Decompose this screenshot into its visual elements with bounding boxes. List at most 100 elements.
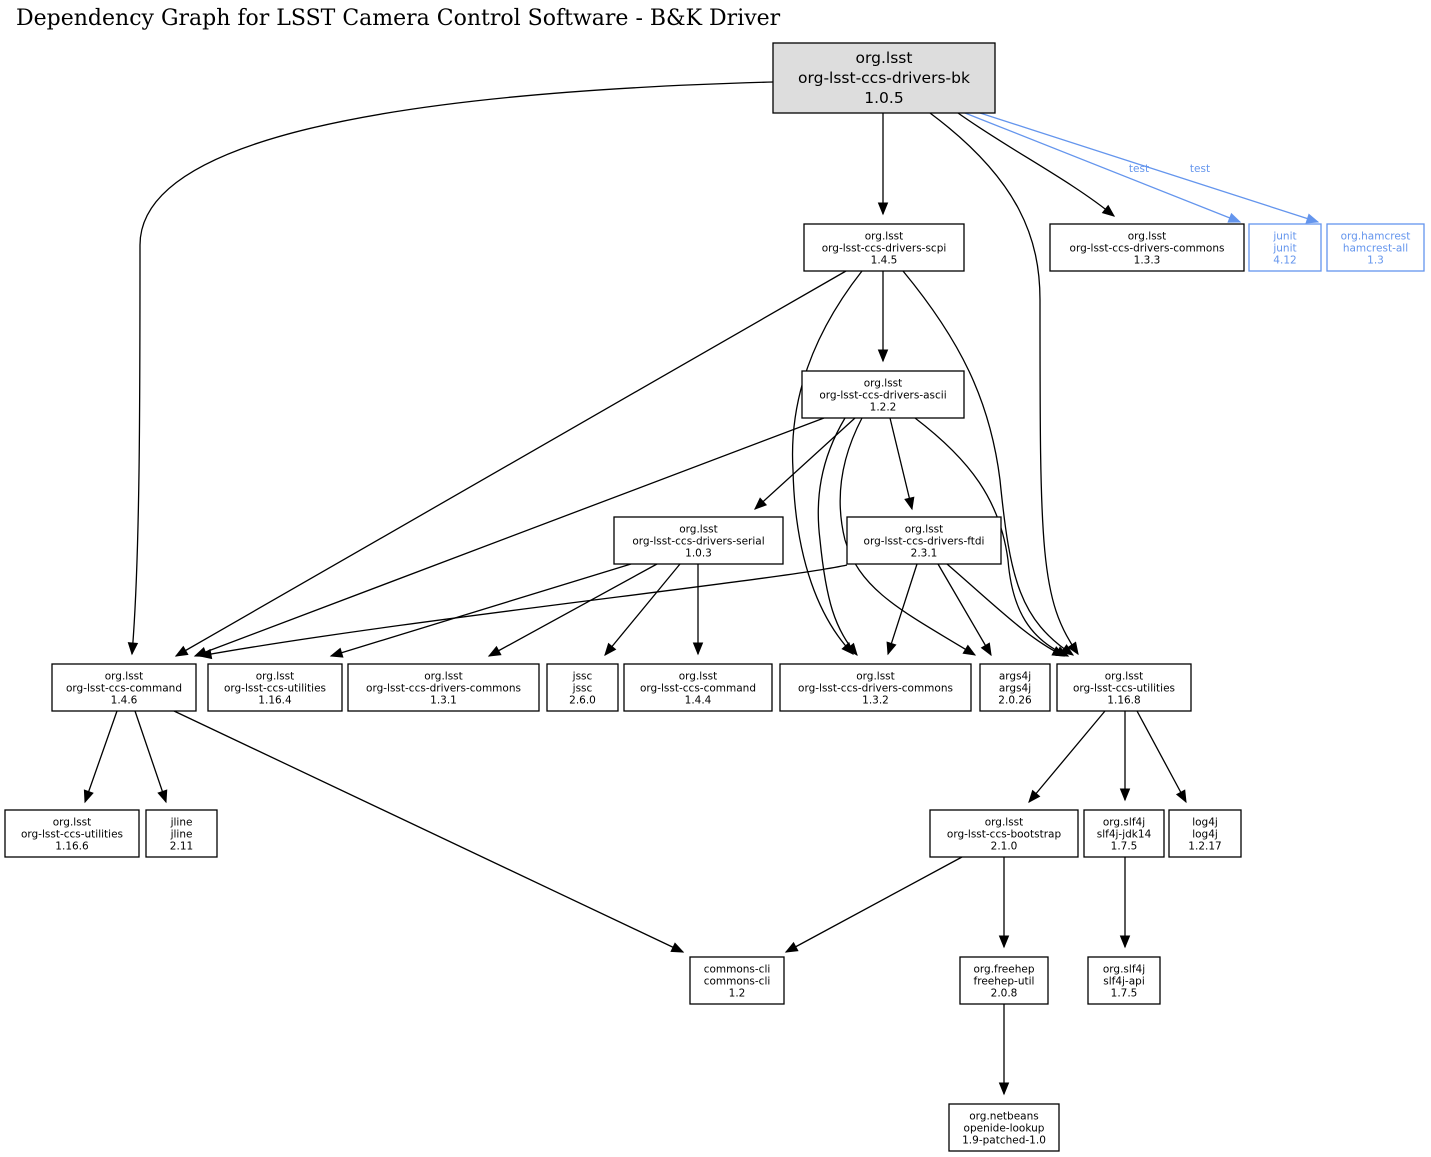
node-version-label: 1.7.5 — [1111, 841, 1138, 853]
node-box — [4, 809, 140, 858]
edge-utilities1168-to-bootstrap — [1028, 710, 1106, 804]
edge-line — [839, 417, 976, 656]
node-artifact-label: junit — [1272, 243, 1296, 255]
edge-line — [817, 417, 858, 656]
node-artifact-label: org-lsst-ccs-utilities — [21, 829, 123, 841]
arrowhead-icon — [198, 648, 213, 660]
arrowhead-icon — [329, 647, 344, 658]
node-version-label: 1.3.3 — [1134, 255, 1161, 267]
edge-serial-to-commons131 — [487, 563, 658, 657]
node-artifact-label: org-lsst-ccs-bootstrap — [947, 829, 1062, 841]
node-box — [689, 956, 785, 1005]
edge-scpi-to-utilities1168 — [902, 270, 1075, 656]
node-box — [145, 809, 218, 858]
arrowhead-icon — [784, 941, 799, 953]
edge-bk-to-junit: test — [964, 112, 1242, 223]
edge-bootstrap-to-commonscli — [784, 856, 963, 953]
node-version-label: 1.4.6 — [111, 695, 138, 707]
edge-scpi-to-commons132 — [791, 270, 863, 655]
edge-utilities1168-to-log4j — [1136, 710, 1187, 804]
arrowhead-icon — [692, 642, 704, 656]
edge-command146-to-commonscli — [173, 710, 685, 953]
node-version-label: 1.2 — [729, 988, 746, 1000]
node-group-label: org.lsst — [864, 378, 903, 390]
node-version-label: 2.3.1 — [911, 548, 938, 560]
arrowhead-icon — [877, 349, 889, 363]
arrowhead-icon — [1028, 789, 1041, 804]
node-version-label: 1.3.2 — [862, 695, 889, 707]
edge-line — [1028, 710, 1106, 803]
node-group-label: org.lsst — [1128, 231, 1167, 243]
arrowhead-icon — [998, 1082, 1010, 1096]
arrowhead-icon — [604, 642, 617, 657]
edge-utilities1168-to-slf4jjdk14 — [1119, 711, 1131, 802]
arrowhead-icon — [174, 645, 189, 657]
node-commons133[interactable]: org.lsstorg-lsst-ccs-drivers-commons1.3.… — [1049, 223, 1245, 272]
edge-line — [134, 710, 167, 803]
node-artifact-label: args4j — [999, 683, 1031, 695]
edge-serial-to-utilities1164 — [329, 563, 632, 658]
node-version-label: 1.9-patched-1.0 — [962, 1135, 1046, 1147]
arrowhead-icon — [754, 497, 768, 510]
arrowhead-icon — [1119, 935, 1131, 949]
arrowhead-icon — [877, 202, 889, 216]
arrowhead-icon — [886, 641, 897, 656]
node-commons132[interactable]: org.lsstorg-lsst-ccs-drivers-commons1.3.… — [779, 663, 972, 712]
node-group-label: org.slf4j — [1103, 817, 1145, 829]
node-box — [347, 663, 540, 712]
node-artifact-label: slf4j-jdk14 — [1097, 829, 1152, 841]
node-box — [948, 1103, 1060, 1152]
edge-slf4jjdk14-to-slf4japi — [1119, 857, 1131, 949]
arrowhead-icon — [1101, 204, 1116, 217]
node-group-label: org.lsst — [905, 524, 944, 536]
node-box — [772, 42, 996, 114]
node-box — [803, 223, 965, 272]
node-version-label: 1.0.5 — [864, 89, 903, 107]
node-commons131[interactable]: org.lsstorg-lsst-ccs-drivers-commons1.3.… — [347, 663, 540, 712]
node-artifact-label: org-lsst-ccs-drivers-commons — [798, 683, 953, 695]
node-version-label: 1.3 — [1367, 255, 1384, 267]
node-artifact-label: org-lsst-ccs-command — [66, 683, 182, 695]
node-box — [779, 663, 972, 712]
edge-bk-to-command146 — [127, 81, 774, 656]
edge-line — [173, 710, 684, 953]
node-box — [546, 663, 619, 712]
arrowhead-icon — [1175, 789, 1187, 804]
edge-line — [604, 563, 681, 656]
node-openide[interactable]: org.netbeansopenide-lookup1.9-patched-1.… — [948, 1103, 1060, 1152]
node-box — [1168, 809, 1242, 858]
edge-scope-label: test — [1190, 163, 1210, 175]
arrowhead-icon — [1119, 788, 1131, 802]
arrowhead-icon — [487, 645, 502, 657]
node-artifact-label: org-lsst-ccs-drivers-scpi — [822, 243, 947, 255]
edge-line — [330, 563, 632, 657]
edge-serial-to-jssc — [604, 563, 681, 657]
node-group-label: org.lsst — [105, 671, 144, 683]
node-group-label: junit — [1272, 231, 1296, 243]
edge-ascii-to-serial — [754, 417, 856, 510]
edge-scpi-to-ascii — [877, 271, 889, 363]
node-group-label: org.slf4j — [1103, 964, 1145, 976]
